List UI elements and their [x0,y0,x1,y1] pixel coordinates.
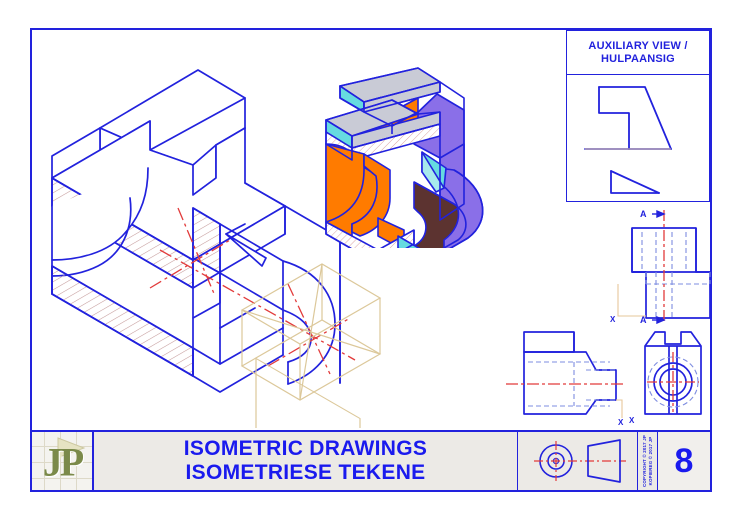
copyright-line1: COPYRIGHT © 2017 JP [641,435,647,487]
jp-logo: JP [32,432,92,490]
drawing-title-en: ISOMETRIC DRAWINGS [183,437,428,460]
logo-cell: JP [32,432,94,490]
orthographic-end-section-view: X [629,331,702,425]
auxiliary-view-header: AUXILIARY VIEW / HULPAANSIG [567,31,709,75]
auxiliary-view-panel: AUXILIARY VIEW / HULPAANSIG [566,30,710,202]
auxiliary-view-title-line2: HULPAANSIG [601,52,675,65]
side-view-reference-line [616,399,623,418]
hidden-lines-side [528,361,616,407]
view-label-x-front: X [610,315,616,324]
copyright-text: COPYRIGHT © 2017 JP KOPIEREG © 2017 JP [642,435,654,487]
auxiliary-view-shape [584,86,672,194]
auxiliary-view-title: AUXILIARY VIEW / HULPAANSIG [588,40,687,66]
logo-flag-icon [57,437,86,464]
main-isometric-drawing [51,69,382,428]
section-arrow-top [652,209,666,219]
section-label-a-top: A [640,209,647,219]
copyright-cell: COPYRIGHT © 2017 JP KOPIEREG © 2017 JP [638,432,658,490]
title-cell: ISOMETRIC DRAWINGS ISOMETRIESE TEKENE [94,432,518,490]
view-label-x-end: X [629,416,635,425]
view-reference-line [617,284,646,317]
title-block: JP ISOMETRIC DRAWINGS ISOMETRIESE TEKENE… [30,430,712,492]
section-label-a-bottom: A [640,315,647,324]
construction-lines [240,263,382,428]
orthographic-side-view: X [506,331,624,426]
sectioned-3d-model [325,67,484,248]
section-arrow-bottom [652,315,666,324]
centerlines [149,207,356,375]
page-number-cell: 8 [658,432,710,490]
end-view-centerlines [647,352,699,412]
drawing-title-af: ISOMETRIESE TEKENE [185,461,426,484]
hidden-lines [641,232,711,318]
jp-logo-text: JP [42,439,84,485]
view-label-x-side: X [618,418,624,426]
auxiliary-view-title-line1: AUXILIARY VIEW / [588,39,688,52]
page-number: 8 [674,442,694,480]
projection-symbol-cell [518,432,638,490]
copyright-line2: KOPIEREG © 2017 JP [647,436,653,486]
orthographic-front-view: A A X [610,209,711,324]
first-angle-projection-symbol [534,439,626,483]
projection-symbol-centerlines [534,441,626,481]
